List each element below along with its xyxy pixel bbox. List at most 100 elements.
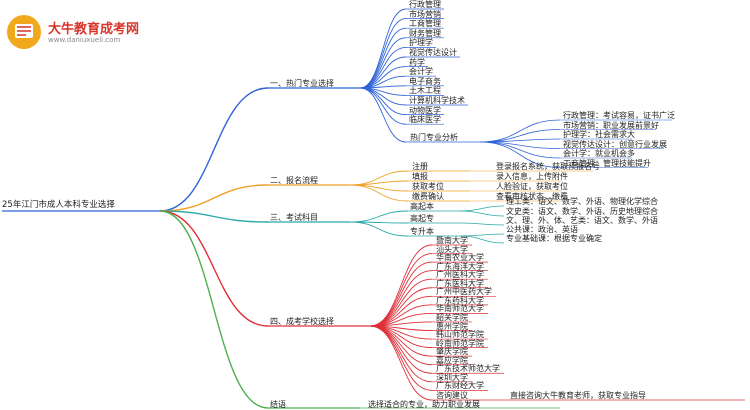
connector-line <box>159 87 269 212</box>
registration-step-name: 获取考位 <box>412 182 444 191</box>
brand-name: 大牛教育成考网 <box>48 22 140 37</box>
analysis-item: 工商管理：管理技能提升 <box>563 158 651 168</box>
connector-line <box>349 221 409 237</box>
school-item: 暨南大学 <box>436 236 468 245</box>
connector-line <box>479 138 561 143</box>
school-item: 肇庆学院 <box>436 347 468 357</box>
connector-line <box>359 87 407 143</box>
registration-step-name: 填报 <box>412 172 428 181</box>
analysis-item: 会计学：就业机会多 <box>563 149 635 158</box>
branch-school-selection: 四、成考学校选择 <box>270 317 334 326</box>
registration-step-desc: 查看审核状态，缴费 <box>496 192 568 201</box>
connector-line <box>349 184 409 202</box>
branch-hot-majors: 一、热门专业选择 <box>270 79 334 88</box>
school-item: 华南农业大学 <box>436 253 484 263</box>
connector-line <box>479 141 561 168</box>
major-item: 工商管理 <box>409 19 441 29</box>
conclusion-text: 选择适合的专业，助力职业发展 <box>368 400 480 409</box>
brand-url: www.daniuxueli.com <box>48 36 121 44</box>
analysis-title: 热门专业分析 <box>410 133 458 142</box>
connector-line <box>349 180 409 186</box>
school-item: 广东医科大学 <box>436 278 484 288</box>
registration-step-desc: 登录报名系统，获取预报名号 <box>496 162 600 171</box>
analysis-item: 行政管理：考试容易，证书广泛 <box>563 111 675 120</box>
connector-line <box>349 210 409 223</box>
zhuanshengben-item: 专业基础课：根据专业确定 <box>506 234 602 243</box>
school-item: 广东财经大学 <box>436 381 484 391</box>
school-item: 广州医科大学 <box>436 270 484 280</box>
gaoqizhuan-item: 文、理、外、体、艺类：语文、数学、外语 <box>506 216 658 225</box>
school-item: 嘉应学院 <box>436 355 468 365</box>
root-topic: 25年江门市成人本科专业选择 <box>2 200 115 210</box>
major-item: 药学 <box>409 57 425 67</box>
connector-line <box>369 244 433 327</box>
major-item: 视觉传达设计 <box>409 48 457 57</box>
school-item: 韩山师范学院 <box>436 330 484 340</box>
branch-exam-subjects: 三、考试科目 <box>270 213 318 222</box>
registration-step-desc: 录入信息，上传附件 <box>496 172 568 181</box>
school-item: 华南师范大学 <box>436 304 484 314</box>
connector-line <box>159 184 269 212</box>
major-item: 行政管理 <box>409 0 441 9</box>
major-item: 计算机科学技术 <box>409 96 465 105</box>
exam-gaoqizhuan: 高起专 <box>410 214 434 223</box>
gaoqiben-item: 文史类：语文、数学、外语、历史地理综合 <box>506 207 658 216</box>
school-item: 广东药科大学 <box>436 295 484 305</box>
connector-line <box>459 222 505 226</box>
connector-line <box>369 325 433 391</box>
major-item: 动物医学 <box>409 105 441 115</box>
exam-gaoqiben: 高起本 <box>410 202 434 211</box>
major-item: 会计学 <box>409 67 433 77</box>
connector-line <box>369 325 433 401</box>
major-item: 电子商务 <box>409 76 441 86</box>
connector-line <box>159 210 269 327</box>
connector-line <box>479 141 561 159</box>
analysis-item: 护理学：社会需求大 <box>563 130 635 139</box>
school-item: 深圳大学 <box>436 372 468 382</box>
connector-line <box>359 56 407 89</box>
connector-line <box>359 87 407 125</box>
school-item: 岭南师范学院 <box>436 338 484 348</box>
major-item: 临床医学 <box>409 115 441 125</box>
connector-line <box>359 37 407 89</box>
school-item: 汕头大学 <box>436 244 468 254</box>
connector-line <box>479 119 561 143</box>
connector-line <box>459 235 505 244</box>
registration-step-name: 注册 <box>412 162 428 171</box>
branch-conclusion: 结语 <box>270 400 286 409</box>
connector-line <box>459 205 505 212</box>
registration-step-name: 缴费确认 <box>412 192 444 201</box>
gaoqiben-item: 理工类：语文、数学、外语、物理化学综合 <box>506 197 658 206</box>
consult-label: 咨询建议 <box>436 391 468 400</box>
connector-line <box>359 8 407 89</box>
connector-line <box>359 87 407 106</box>
connector-line <box>369 261 433 327</box>
connector-line <box>369 325 433 374</box>
connector-line <box>159 210 269 223</box>
major-item: 市场营销 <box>409 9 441 19</box>
branch-registration: 二、报名流程 <box>270 176 318 185</box>
analysis-item: 市场营销：职业发展前景好 <box>563 120 659 130</box>
connector-line <box>369 270 433 327</box>
school-item: 广东海洋大学 <box>436 261 484 271</box>
registration-step-desc: 人脸验证，获取考位 <box>496 182 568 191</box>
major-item: 财务管理 <box>409 28 441 38</box>
major-item: 土木工程 <box>409 86 441 96</box>
connector-line <box>369 325 433 349</box>
exam-zhuanshengben: 专升本 <box>410 227 434 236</box>
school-item: 韶关学院 <box>436 312 468 322</box>
connector-line <box>369 295 433 327</box>
consult-text: 直接咨询大牛教育老师，获取专业指导 <box>510 391 646 400</box>
connector-line <box>369 253 433 327</box>
brand-logo-icon <box>6 14 42 50</box>
connector-line <box>369 325 433 383</box>
zhuanshengben-item: 公共课：政治、英语 <box>506 225 578 234</box>
school-item: 广州中医药大学 <box>436 287 492 297</box>
connector-line <box>459 210 505 217</box>
connector-line <box>159 210 269 409</box>
school-item: 惠州学院 <box>436 321 468 331</box>
school-item: 广东技术师范大学 <box>436 364 500 374</box>
major-item: 护理学 <box>409 38 433 48</box>
